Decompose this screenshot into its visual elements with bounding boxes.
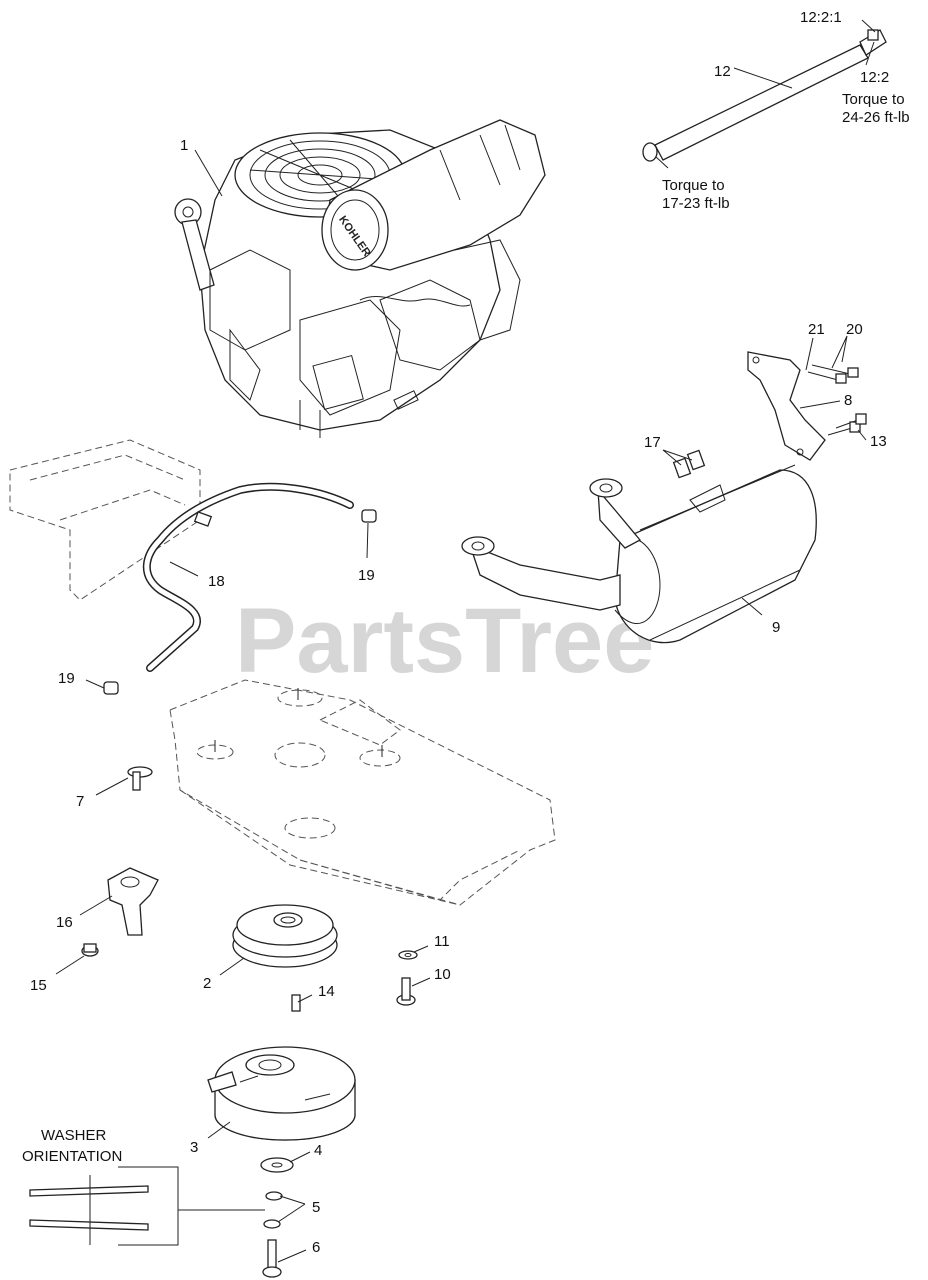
callout-12-2[interactable]: 12:2 (860, 69, 889, 86)
callout-13[interactable]: 13 (870, 433, 887, 450)
fuel-hose[interactable] (142, 482, 354, 672)
bracket-bolts[interactable] (807, 364, 859, 384)
pulley[interactable] (232, 904, 338, 968)
engine-assembly[interactable]: KOHLER (174, 119, 546, 438)
belt-guide-bracket[interactable] (107, 867, 159, 936)
callout-21[interactable]: 21 (808, 321, 825, 338)
callout-1[interactable]: 1 (180, 137, 188, 154)
bolt-10[interactable] (396, 977, 416, 1006)
washer-orientation-line2: ORIENTATION (22, 1148, 122, 1165)
callout-14[interactable]: 14 (318, 983, 335, 1000)
torque-note-a-line2: 24-26 ft-lb (842, 109, 910, 126)
torque-note-b-line1: Torque to (662, 177, 725, 194)
callout-5[interactable]: 5 (312, 1199, 320, 1216)
torque-note-a-line1: Torque to (842, 91, 905, 108)
callout-20[interactable]: 20 (846, 321, 863, 338)
muffler-clip-nuts[interactable] (672, 449, 706, 479)
callout-11[interactable]: 11 (434, 933, 450, 950)
washer-orientation-line1: WASHER (41, 1127, 106, 1144)
muffler-mount-bolts[interactable] (827, 413, 867, 436)
clutch-bolt-6[interactable] (262, 1239, 282, 1278)
muffler[interactable] (461, 464, 817, 644)
flange-nut-15[interactable] (81, 943, 99, 957)
washer-11[interactable] (398, 950, 418, 960)
callout-19-upper[interactable]: 19 (358, 567, 375, 584)
belleville-washers-5[interactable] (263, 1191, 283, 1229)
hose-clamp-upper[interactable] (361, 509, 377, 523)
pto-clutch[interactable] (207, 1046, 356, 1141)
callout-8[interactable]: 8 (844, 392, 852, 409)
callout-6[interactable]: 6 (312, 1239, 320, 1256)
callout-15[interactable]: 15 (30, 977, 47, 994)
leader-lines (55, 19, 876, 1263)
shaft-nut[interactable] (867, 29, 879, 41)
hose-clamp-lower[interactable] (103, 681, 119, 695)
key-14[interactable] (291, 994, 301, 1012)
deck-pin[interactable] (127, 766, 153, 791)
callout-3[interactable]: 3 (190, 1139, 198, 1156)
callout-7[interactable]: 7 (76, 793, 84, 810)
engine-deck-plate-outline (169, 679, 556, 906)
torque-note-b-line2: 17-23 ft-lb (662, 195, 730, 212)
muffler-bracket[interactable] (747, 351, 826, 461)
spacer-4[interactable] (260, 1157, 294, 1173)
callout-12[interactable]: 12 (714, 63, 731, 80)
callout-labels: 1 12 12:2:1 12:2 21 20 8 13 17 9 18 19 1… (30, 9, 889, 1256)
callout-4[interactable]: 4 (314, 1142, 322, 1159)
notes: Torque to 24-26 ft-lb Torque to 17-23 ft… (22, 91, 910, 1165)
fuel-tank-bracket-outline (9, 439, 201, 601)
callout-17[interactable]: 17 (644, 434, 661, 451)
callout-10[interactable]: 10 (434, 966, 451, 983)
callout-2[interactable]: 2 (203, 975, 211, 992)
callout-19-lower[interactable]: 19 (58, 670, 75, 687)
callout-9[interactable]: 9 (772, 619, 780, 636)
washer-orientation-detail (29, 1166, 265, 1246)
callout-12-2-1[interactable]: 12:2:1 (800, 9, 842, 26)
callout-16[interactable]: 16 (56, 914, 73, 931)
callout-18[interactable]: 18 (208, 573, 225, 590)
